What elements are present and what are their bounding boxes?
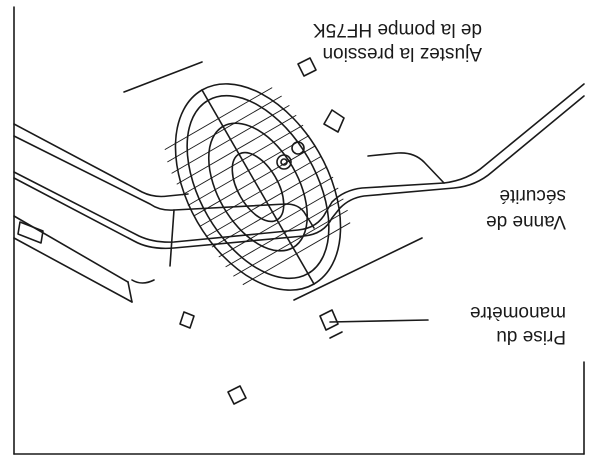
fan-cover (164, 83, 351, 291)
base-edge (123, 61, 203, 93)
pressure-adjust-label-2: de la pompe HF75K (313, 19, 482, 40)
pressure-adjust-label-1: Ajustez la pression (323, 43, 482, 64)
safety-valve-label-2: sécurité (499, 185, 566, 206)
gauge-port-label-1: Prise du (496, 326, 566, 347)
gauge-port-label-2: manomètre (470, 302, 566, 323)
burner-housing (13, 83, 585, 303)
safety-valve-label-1: Vanne de (486, 211, 566, 232)
frame-lines (13, 6, 585, 455)
leader-lines (293, 237, 429, 323)
valve-fittings (276, 141, 343, 339)
cover-tabs (179, 57, 345, 405)
